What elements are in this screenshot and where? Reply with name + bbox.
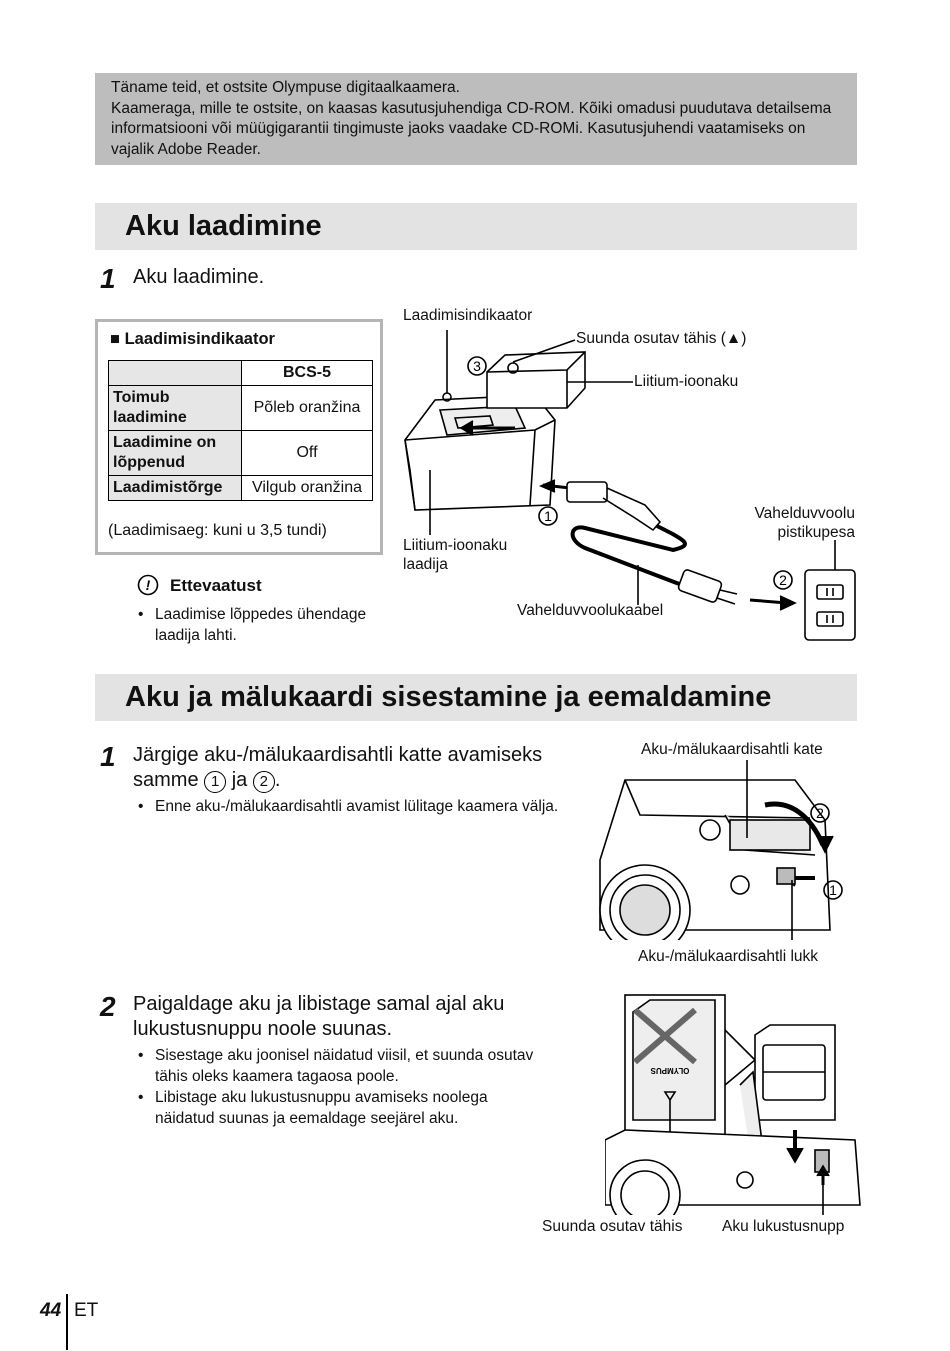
step-text-line1: Järgige aku-/mälukaardisahtli katte avam…: [133, 744, 543, 766]
table-row-value: Vilgub oranžina: [241, 475, 373, 501]
list-item: Enne aku-/mälukaardisahtli avamist lülit…: [133, 796, 573, 817]
step1-bullets: Enne aku-/mälukaardisahtli avamist lülit…: [133, 796, 573, 817]
charger-diagram: 3 1 2: [404, 330, 856, 641]
intro-line1: Täname teid, et ostsite Olympuse digitaa…: [111, 79, 460, 96]
indicator-box-title: ■ Laadimisindikaator: [110, 330, 275, 349]
label-cable: Vahelduvvoolukaabel: [517, 602, 664, 619]
step-text: Aku laadimine.: [133, 266, 265, 288]
page-number: 44: [40, 1300, 62, 1321]
step-number: 2: [100, 991, 116, 1022]
label-socket: Vahelduvvoolu pistikupesa: [740, 504, 855, 542]
cam1-num2-label: 2: [816, 805, 824, 821]
caution-icon: !: [137, 574, 159, 596]
circled-2-icon: 2: [252, 771, 275, 793]
caution-title: Ettevaatust: [170, 576, 262, 595]
step2-bullets: Sisestage aku joonisel näidatud viisil, …: [133, 1045, 543, 1129]
table-header-bcs5: BCS-5: [241, 360, 373, 386]
language-code: ET: [74, 1300, 99, 1321]
cam1-num1-label: 1: [829, 882, 837, 898]
label-battery-lock: Aku lukustusnupp: [722, 1218, 845, 1235]
list-item: Libistage aku lukustusnuppu avamiseks no…: [133, 1087, 543, 1129]
label-compartment-lock: Aku-/mälukaardisahtli lukk: [638, 948, 819, 965]
intro-box: Täname teid, et ostsite Olympuse digitaa…: [95, 73, 857, 165]
label-battery: Liitium-ioonaku: [634, 373, 739, 390]
caution-list: Laadimise lõppedes ühendage laadija laht…: [133, 604, 393, 646]
label-indicator: Laadimisindikaator: [403, 307, 533, 324]
footer-divider: [66, 1294, 68, 1350]
num2-label: 2: [779, 572, 787, 588]
label-charger: Liitium-ioonaku laadija: [403, 537, 508, 573]
list-item: Laadimise lõppedes ühendage laadija laht…: [133, 604, 393, 646]
section-title-insert: Aku ja mälukaardi sisestamine ja eemalda…: [95, 674, 857, 721]
label-compartment-cover: Aku-/mälukaardisahtli kate: [641, 741, 823, 758]
page-footer: 44 ET: [40, 1294, 98, 1350]
step-text: Paigaldage aku ja libistage samal ajal a…: [133, 993, 505, 1040]
table-row-value: Põleb oranžina: [241, 385, 373, 431]
list-item: Sisestage aku joonisel näidatud viisil, …: [133, 1045, 543, 1087]
step-number: 1: [100, 263, 116, 294]
table-row-value: Off: [241, 430, 373, 476]
table-row-label: Toimub laadimine: [108, 385, 242, 431]
label-direction-mark-2: Suunda osutav tähis: [542, 1218, 683, 1235]
num3-label: 3: [473, 358, 481, 374]
indicator-table: BCS-5 Toimub laadimine Põleb oranžina La…: [108, 360, 373, 501]
svg-text:!: !: [146, 577, 151, 593]
square-bullet-icon: ■: [110, 330, 120, 348]
step-text: Järgige aku-/mälukaardisahtli katte avam…: [133, 743, 583, 793]
table-row-label: Laadimine on lõppenud: [108, 430, 242, 476]
num1-label: 1: [544, 508, 552, 524]
charging-time-note: (Laadimisaeg: kuni u 3,5 tundi): [108, 522, 327, 539]
indicator-box: ■ Laadimisindikaator BCS-5 Toimub laadim…: [95, 319, 383, 555]
battery-brand: OLYMPUS: [650, 1066, 689, 1075]
indicator-title-text: Laadimisindikaator: [124, 330, 275, 348]
table-corner-cell: [108, 360, 242, 386]
camera-battery-diagram: OLYMPUS: [605, 994, 861, 1215]
step-number: 1: [100, 741, 116, 772]
intro-line2: Kaameraga, mille te ostsite, on kaasas k…: [111, 99, 832, 158]
label-socket-line2: pistikupesa: [777, 524, 855, 541]
camera-cover-diagram: 2 1: [599, 760, 843, 940]
label-socket-line1: Vahelduvvoolu: [754, 505, 855, 522]
label-direction-mark: Suunda osutav tähis (▲): [576, 330, 747, 347]
circled-1-icon: 1: [204, 771, 227, 793]
section-title-charging: Aku laadimine: [95, 203, 857, 250]
step-text-line2: samme 1 ja 2.: [133, 769, 281, 793]
table-row-label: Laadimistõrge: [108, 475, 242, 501]
